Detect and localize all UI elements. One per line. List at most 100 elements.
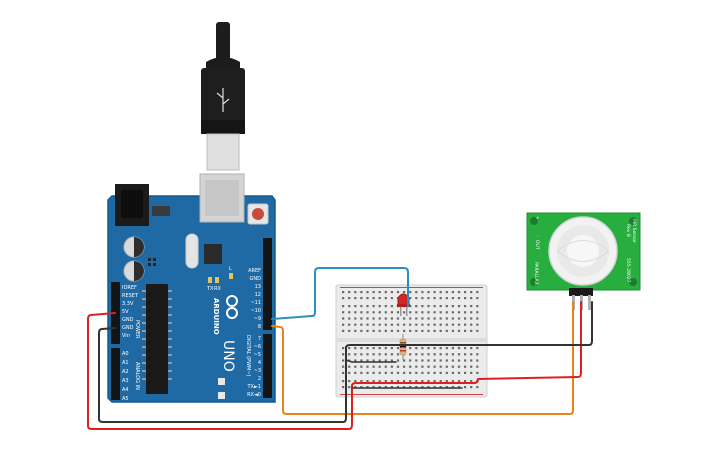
arduino-board[interactable]: TX RX L IOREF RESET 3.3V 5V GND <box>107 173 276 403</box>
breadboard-hole <box>451 365 454 368</box>
wire-black-jumper[interactable] <box>345 359 397 363</box>
breadboard-hole <box>476 305 479 308</box>
breadboard-hole <box>384 386 387 389</box>
svg-text:GND: GND <box>250 276 262 282</box>
breadboard-hole <box>354 347 357 350</box>
breadboard-hole <box>372 365 375 368</box>
breadboard-hole <box>354 311 357 314</box>
pir-part-number: 555-28027 <box>625 258 631 283</box>
breadboard-hole <box>384 323 387 326</box>
breadboard-hole <box>427 347 430 350</box>
breadboard-hole <box>476 291 479 294</box>
breadboard-hole <box>415 359 418 362</box>
wire-orange-sensor[interactable] <box>271 301 574 415</box>
breadboard-hole <box>439 329 442 332</box>
breadboard-hole <box>427 329 430 332</box>
breadboard-hole <box>360 297 363 300</box>
breadboard-hole <box>384 359 387 362</box>
breadboard-hole <box>470 305 473 308</box>
breadboard-hole <box>372 305 375 308</box>
breadboard-hole <box>378 291 381 294</box>
breadboard-hole <box>403 291 406 294</box>
svg-text:13: 13 <box>255 284 261 290</box>
breadboard-hole <box>427 380 430 383</box>
breadboard-hole <box>360 323 363 326</box>
breadboard-hole <box>366 291 369 294</box>
breadboard-hole <box>396 323 400 326</box>
breadboard-hole <box>409 305 412 308</box>
svg-text:GND: GND <box>122 317 134 323</box>
breadboard-hole <box>421 291 424 294</box>
pir-pin-out-label: OUT <box>534 240 540 250</box>
wire-black-ground[interactable] <box>98 301 593 423</box>
svg-text:A5: A5 <box>122 396 129 402</box>
breadboard-hole <box>348 380 351 383</box>
breadboard-hole <box>457 305 461 308</box>
breadboard-hole <box>348 311 351 314</box>
breadboard-hole <box>415 305 418 308</box>
breadboard-hole <box>354 317 357 320</box>
breadboard-hole <box>360 353 363 356</box>
wire-red-sensor-vcc[interactable] <box>473 301 582 384</box>
breadboard-hole <box>464 386 467 389</box>
breadboard-hole <box>366 297 369 300</box>
breadboard-hole <box>378 380 381 383</box>
analog-pin-labels: A0 A1 A2 A3 A4 A5 <box>122 351 129 402</box>
breadboard-hole <box>384 297 387 300</box>
breadboard-hole <box>378 297 381 300</box>
breadboard-hole <box>439 317 442 320</box>
breadboard-hole <box>390 329 393 332</box>
svg-text:3.3V: 3.3V <box>122 301 134 307</box>
breadboard-hole <box>476 311 479 314</box>
digital-header-high[interactable] <box>263 238 272 330</box>
analog-header[interactable] <box>111 348 120 400</box>
svg-text:Vin: Vin <box>122 333 130 339</box>
pir-title-line-2: Rev B <box>625 224 631 237</box>
resistor[interactable] <box>399 334 407 360</box>
breadboard-hole <box>470 353 473 356</box>
breadboard-hole <box>409 323 412 326</box>
breadboard-hole <box>378 386 381 389</box>
wire-red-power[interactable] <box>87 312 475 430</box>
breadboard-hole <box>384 353 387 356</box>
pir-pin-header[interactable] <box>569 288 593 296</box>
breadboard-hole <box>433 365 436 368</box>
digital-header-low[interactable] <box>263 334 272 398</box>
breadboard-hole <box>409 347 412 350</box>
breadboard-hole <box>457 297 461 300</box>
rx-label: RX <box>214 286 221 292</box>
breadboard-hole <box>403 323 406 326</box>
breadboard-hole <box>372 329 375 332</box>
breadboard-hole <box>457 323 461 326</box>
breadboard-hole <box>409 371 412 374</box>
breadboard[interactable] <box>335 284 488 398</box>
breadboard-hole <box>439 323 442 326</box>
breadboard-hole <box>451 311 454 314</box>
breadboard-hole <box>439 359 442 362</box>
breadboard-hole <box>403 380 406 383</box>
breadboard-hole <box>464 323 467 326</box>
breadboard-hole <box>457 380 461 383</box>
breadboard-hole <box>366 329 369 332</box>
breadboard-hole <box>433 311 436 314</box>
svg-text:4: 4 <box>258 360 261 366</box>
wire-blue-signal[interactable] <box>271 267 409 320</box>
pir-sensor[interactable]: PIR Sensor Rev B PARALLAX 555-28027 + - … <box>526 212 641 310</box>
breadboard-hole <box>421 386 424 389</box>
svg-text:~9: ~9 <box>254 316 261 322</box>
breadboard-hole <box>384 365 387 368</box>
breadboard-hole <box>415 291 418 294</box>
breadboard-hole <box>445 323 448 326</box>
breadboard-hole <box>421 297 424 300</box>
breadboard-hole <box>390 323 393 326</box>
breadboard-hole <box>378 353 381 356</box>
breadboard-hole <box>427 297 430 300</box>
breadboard-hole <box>366 359 369 362</box>
breadboard-hole <box>384 380 387 383</box>
breadboard-hole <box>372 323 375 326</box>
pir-pin-minus-label: - <box>534 235 539 237</box>
breadboard-hole <box>396 359 400 362</box>
svg-text:~10: ~10 <box>250 308 261 314</box>
breadboard-hole <box>396 386 400 389</box>
